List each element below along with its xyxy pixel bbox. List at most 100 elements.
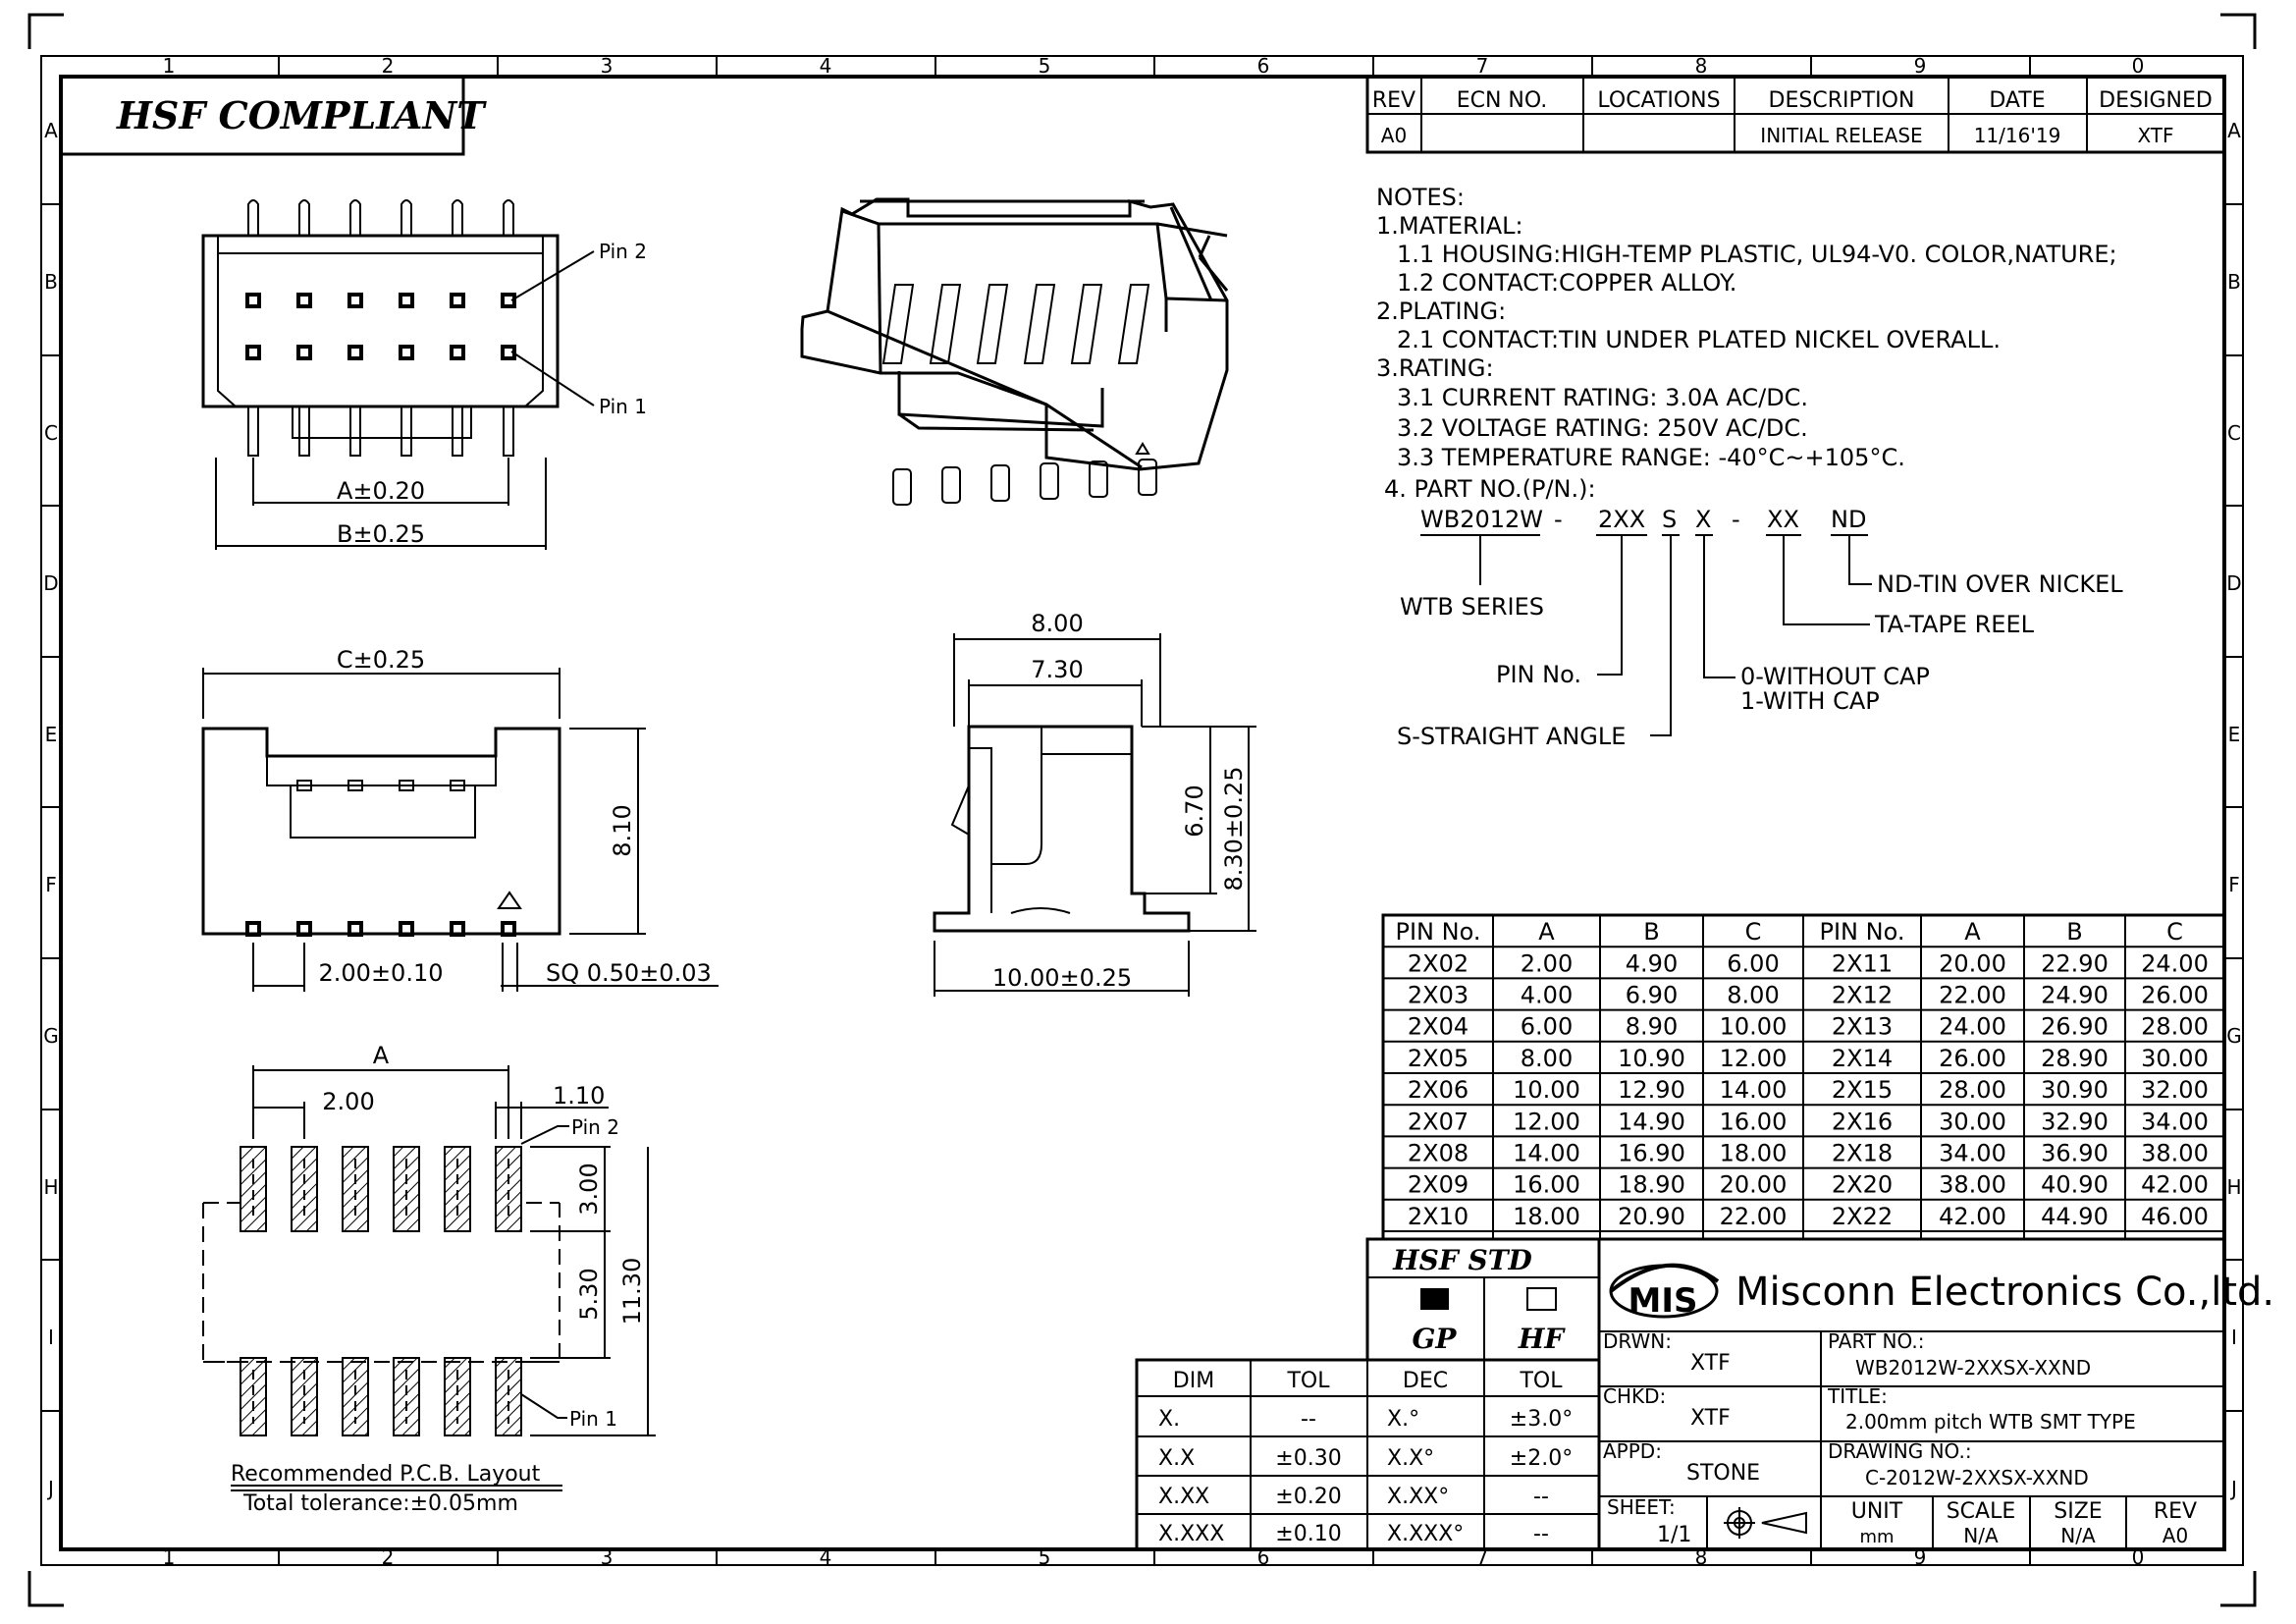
hsf-compliant-label: HSF COMPLIANT — [116, 93, 487, 137]
tol-dim-x: X. — [1158, 1407, 1180, 1432]
tol-header-tol: TOL — [1286, 1369, 1330, 1393]
front-foot — [501, 921, 516, 937]
iso-contact — [976, 284, 1009, 364]
pin-table-cell: 44.90 — [2041, 1203, 2109, 1230]
pin-table-cell: 24.00 — [1939, 1013, 2006, 1041]
pin-table-cell: 42.00 — [2141, 1171, 2209, 1199]
contact-square-icon — [399, 293, 414, 308]
pcb-pad-bottom — [240, 1357, 267, 1436]
pin-table-cell: 20.90 — [1618, 1203, 1685, 1230]
pin-table-cell: 34.00 — [1939, 1140, 2006, 1167]
part-number-breakdown: WB2012W - 2XX S X - XX ND WTB SERIES PIN… — [1397, 506, 2123, 750]
zone-col-3: 3 — [601, 1545, 614, 1569]
tol-dec-xxx: X.XX° — [1387, 1485, 1449, 1509]
hsf-compliant-box: HSF COMPLIANT — [61, 77, 487, 156]
zone-row-h: H — [43, 1175, 58, 1199]
contact-square-icon — [450, 293, 465, 308]
rev-label: REV — [2154, 1499, 2197, 1524]
pcb-pad-bottom — [393, 1357, 420, 1436]
top-view: Pin 2 Pin 1 A±0.20 B±0.25 — [201, 199, 647, 550]
pin-table-cell: 18.00 — [1513, 1203, 1580, 1230]
pin-table-cell: 8.00 — [1727, 982, 1779, 1009]
pin-table-cell: 2X02 — [1408, 949, 1468, 977]
zone-row-d: D — [2226, 571, 2241, 595]
pitch-label: 2.00±0.10 — [319, 959, 444, 987]
unit-label: UNIT — [1851, 1499, 1903, 1524]
tol-val-xxx: ±0.20 — [1275, 1485, 1341, 1509]
pin-table-cell: 32.00 — [2141, 1076, 2209, 1104]
pcb-pad-bottom — [444, 1357, 471, 1436]
front-foot — [450, 921, 465, 937]
note-contact: 1.2 CONTACT:COPPER ALLOY. — [1397, 269, 1736, 297]
iso-leg — [892, 468, 912, 506]
zone-row-i: I — [2231, 1326, 2237, 1349]
contact-square-icon — [501, 293, 516, 308]
top-pin-lead — [400, 199, 412, 236]
pin-table-cell: 22.00 — [1939, 982, 2006, 1009]
appd-value: STONE — [1686, 1461, 1760, 1486]
note-plating-detail: 2.1 CONTACT:TIN UNDER PLATED NICKEL OVER… — [1397, 326, 2001, 353]
pn-tape: XX — [1767, 506, 1799, 533]
pcb-gap-label: 5.30 — [575, 1268, 603, 1320]
zone-row-b: B — [44, 270, 58, 294]
pin-table-cell: 2X15 — [1832, 1076, 1893, 1104]
pin-table-cell: 30.00 — [2141, 1045, 2209, 1072]
pn-legend-tape: TA-TAPE REEL — [1874, 611, 2035, 638]
pin-table-header: A — [1538, 918, 1555, 946]
note-material: 1.MATERIAL: — [1376, 212, 1523, 240]
drwn-value: XTF — [1690, 1351, 1731, 1376]
zone-col-6: 6 — [1257, 54, 1270, 78]
pn-cap: X — [1695, 506, 1711, 533]
zone-row-a: A — [44, 119, 58, 142]
pin-table-cell: 16.00 — [1720, 1108, 1788, 1135]
drwn-label: DRWN: — [1603, 1329, 1672, 1353]
rev-value: A0 — [2163, 1524, 2188, 1547]
tol-ang-xxx: -- — [1533, 1485, 1549, 1509]
pin-table-cell: 24.00 — [2141, 949, 2209, 977]
pin-table-cell: 2X18 — [1832, 1140, 1893, 1167]
tol-header-dim: DIM — [1173, 1369, 1214, 1393]
bottom-pin-lead — [503, 406, 514, 457]
zone-row-c: C — [2227, 421, 2241, 445]
rev-header-date: DATE — [1989, 88, 2045, 113]
pin-table-header: PIN No. — [1396, 918, 1481, 946]
isometric-view — [800, 197, 1229, 506]
appd-label: APPD: — [1603, 1439, 1662, 1463]
pn-legend-pins: PIN No. — [1496, 661, 1581, 688]
contact-square-icon — [245, 345, 261, 360]
pn-legend-cap1: 1-WITH CAP — [1740, 687, 1880, 715]
scale-label: SCALE — [1947, 1499, 2016, 1524]
pn-legend-series: WTB SERIES — [1400, 593, 1544, 621]
zone-col-labels-bottom: 1 2 3 4 5 6 7 8 9 0 — [163, 1545, 2145, 1569]
bottom-pin-lead — [247, 406, 259, 457]
pin-table-cell: 22.90 — [2041, 949, 2109, 977]
zone-col-9: 9 — [1914, 1545, 1927, 1569]
dim-8-10-label: 8.10 — [609, 804, 636, 856]
zone-col-labels-top: 1 2 3 4 5 6 7 8 9 0 — [163, 54, 2145, 78]
pin-table-cell: 2X03 — [1408, 982, 1468, 1009]
front-contact — [399, 780, 414, 791]
title-label: TITLE: — [1827, 1384, 1888, 1408]
pcb-pad-bottom — [342, 1357, 369, 1436]
pcb-tolerance: Total tolerance:±0.05mm — [242, 1491, 518, 1516]
side-h1-label: 6.70 — [1181, 785, 1208, 837]
gp-filled-square-icon — [1420, 1288, 1449, 1310]
zone-row-g: G — [43, 1024, 59, 1048]
tol-ang-x: ±3.0° — [1510, 1407, 1573, 1432]
chkd-value: XTF — [1690, 1406, 1731, 1431]
sheet-value: 1/1 — [1657, 1523, 1691, 1547]
title-value: 2.00mm pitch WTB SMT TYPE — [1845, 1410, 2136, 1434]
pin-table-header: B — [2066, 918, 2082, 946]
zone-col-1: 1 — [163, 54, 176, 78]
rev-header-rev: REV — [1372, 88, 1415, 113]
tol-ang-xx: ±2.0° — [1510, 1446, 1573, 1471]
pin-table-cell: 26.00 — [2141, 982, 2209, 1009]
rev-cell-date: 11/16'19 — [1974, 124, 2061, 147]
zone-row-e: E — [45, 723, 58, 746]
rev-header-designed: DESIGNED — [2099, 88, 2213, 113]
tol-dec-x: X.° — [1387, 1407, 1419, 1432]
pin-table-cell: 8.00 — [1521, 1045, 1573, 1072]
pin-table-cell: 12.00 — [1513, 1108, 1580, 1135]
